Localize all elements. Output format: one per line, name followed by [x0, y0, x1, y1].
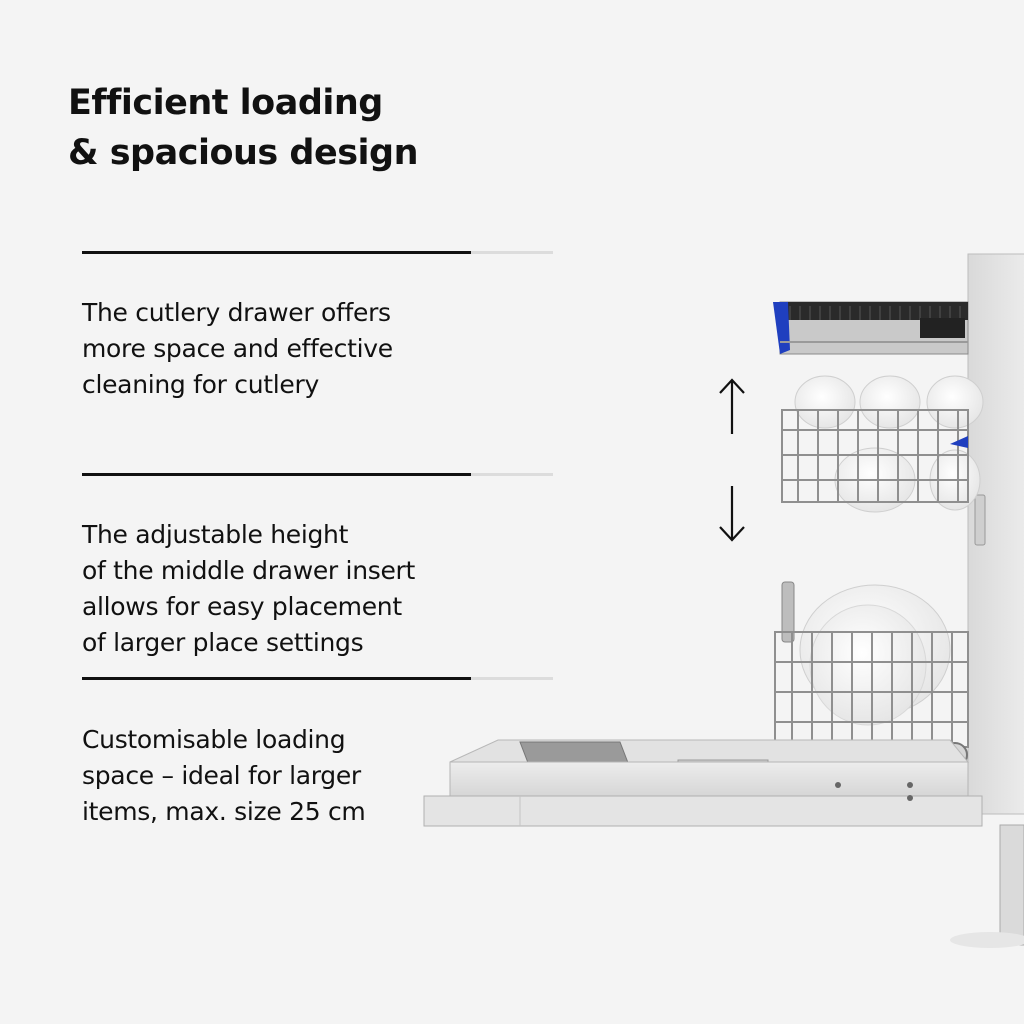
divider-3	[82, 677, 553, 680]
feature-2-line-4: of larger place settings	[82, 628, 364, 657]
feature-3-line-2: space – ideal for larger	[82, 761, 361, 790]
feature-cutlery-drawer: The cutlery drawer offers more space and…	[82, 295, 393, 403]
feature-loading-space: Customisable loading space – ideal for l…	[82, 722, 366, 830]
lower-basket	[774, 581, 969, 768]
title-line-1: Efficient loading	[68, 83, 383, 123]
feature-1-line-3: cleaning for cutlery	[82, 370, 319, 399]
open-door	[423, 739, 983, 827]
feature-2-line-3: allows for easy placement	[82, 592, 402, 621]
feature-1-line-1: The cutlery drawer offers	[82, 298, 391, 327]
feature-3-line-1: Customisable loading	[82, 725, 346, 754]
title-line-2: & spacious design	[68, 133, 419, 173]
cutlery-drawer	[773, 301, 969, 355]
arrow-down-icon	[719, 486, 745, 542]
feature-adjustable-height: The adjustable height of the middle draw…	[82, 517, 415, 661]
arrow-up-icon	[719, 378, 745, 434]
feature-2-line-2: of the middle drawer insert	[82, 556, 416, 585]
page-title: Efficient loading & spacious design	[68, 78, 419, 178]
middle-basket	[781, 375, 984, 513]
divider-2	[82, 473, 553, 476]
feature-1-line-2: more space and effective	[82, 334, 393, 363]
divider-1	[82, 251, 553, 254]
feature-3-line-3: items, max. size 25 cm	[82, 797, 366, 826]
dishwasher-illustration	[423, 253, 1024, 948]
feature-2-line-1: The adjustable height	[82, 520, 349, 549]
